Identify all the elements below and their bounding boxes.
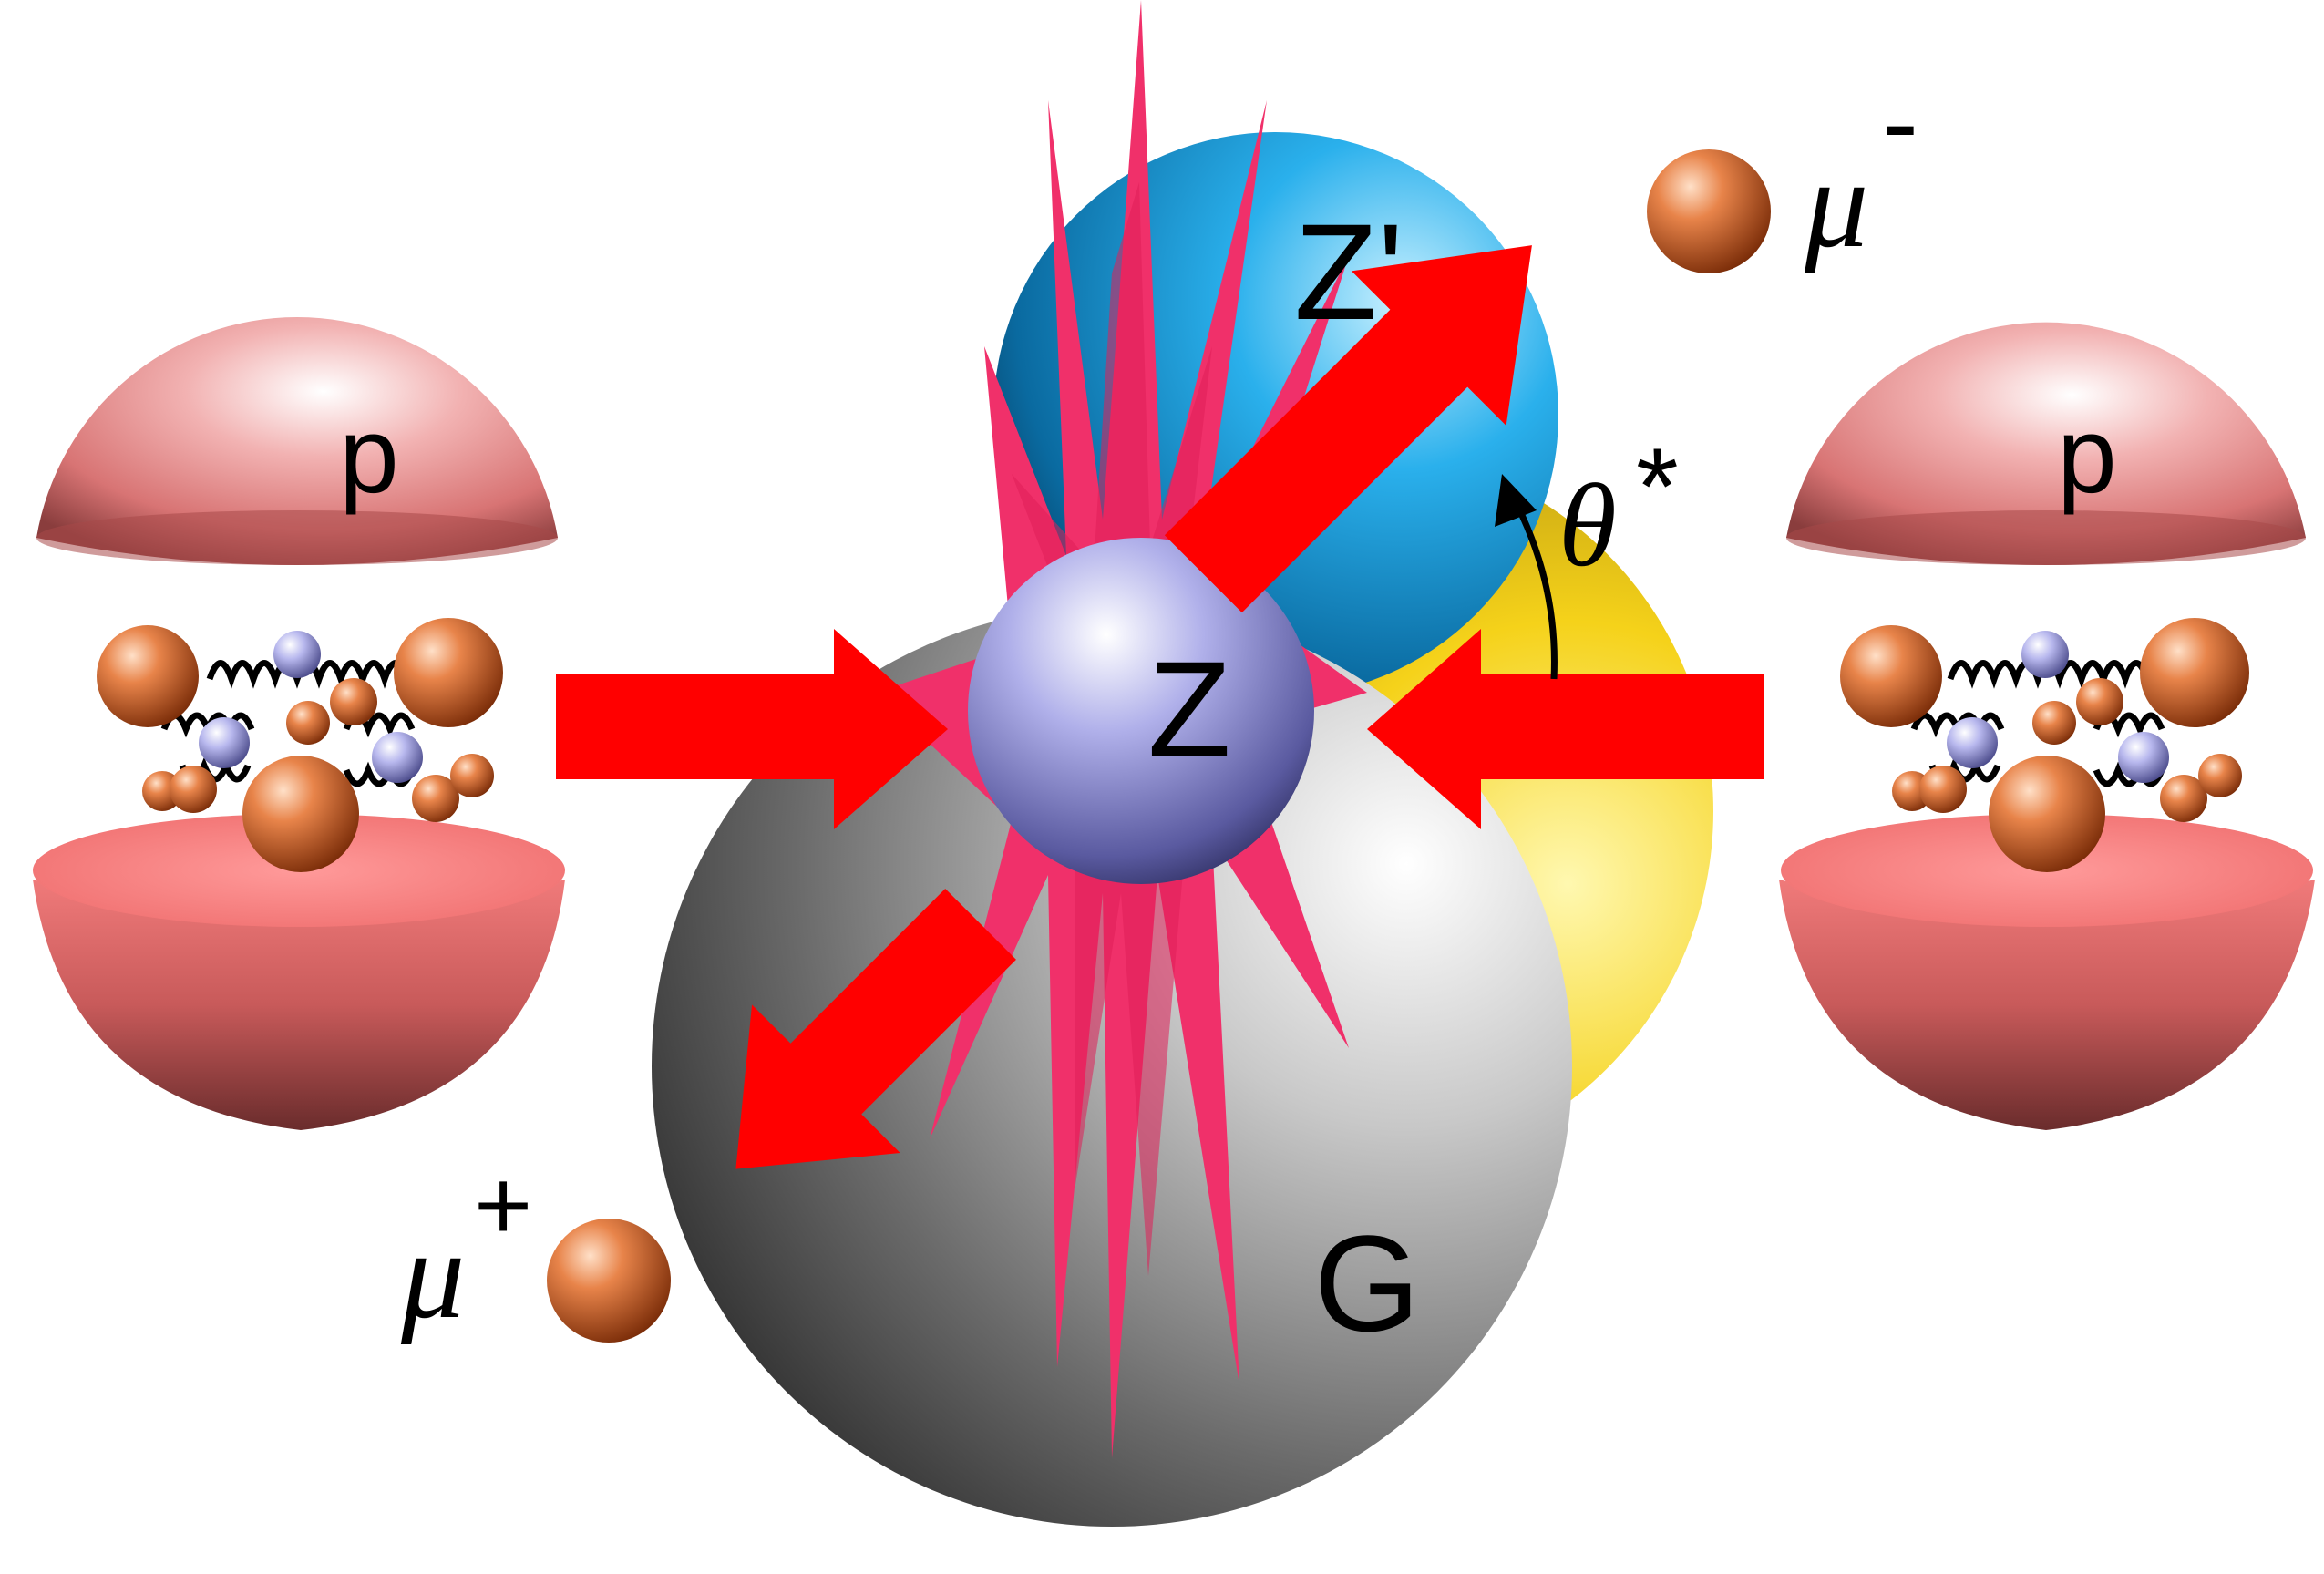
quark-ball [170, 766, 217, 813]
quark-ball [1919, 766, 1967, 813]
quark-ball [1989, 756, 2105, 872]
mu-plus-sign: + [474, 1149, 532, 1261]
proton-right: p [1779, 322, 2315, 1130]
theta-symbol: θ [1558, 460, 1617, 592]
quark-ball [394, 618, 503, 727]
proton-right-upper-dome [1786, 322, 2306, 565]
z-label: Z [1147, 633, 1231, 786]
theta-star-arc [1495, 474, 1558, 680]
quark-ball [450, 754, 494, 797]
quark-ball [2140, 618, 2249, 727]
mu-plus-ball [547, 1219, 671, 1343]
proton-left-upper-rim [36, 510, 558, 565]
mu-minus-ball [1647, 149, 1771, 273]
proton-right-label: p [2057, 396, 2117, 516]
gluon-ball [273, 631, 321, 678]
quark-ball [412, 775, 459, 822]
quark-ball [2160, 775, 2207, 822]
z-prime-label: Z' [1294, 195, 1404, 348]
quark-ball [2198, 754, 2242, 797]
mu-plus-symbol: μ [400, 1204, 465, 1345]
outgoing-arrow-mu-minus [1164, 245, 1532, 613]
gluon-ball [199, 717, 250, 768]
quark-ball [242, 756, 359, 872]
gluon-ball [2118, 732, 2169, 783]
gluon-ball [1947, 717, 1998, 768]
gluon-ball [2021, 631, 2069, 678]
graviton-label: G [1314, 1207, 1421, 1360]
mu-minus-symbol: μ [1804, 133, 1868, 274]
z-sphere [968, 538, 1314, 884]
theta-star-symbol: * [1636, 426, 1679, 548]
incoming-arrow-right [1367, 629, 1764, 829]
proton-left: p [33, 316, 565, 1130]
incoming-arrow-left [556, 629, 948, 829]
quark-ball [2076, 678, 2123, 725]
gluon-ball [372, 732, 423, 783]
quark-ball [97, 625, 199, 727]
proton-left-label: p [339, 396, 399, 516]
proton-right-lower-bowl [1779, 880, 2315, 1130]
mu-minus-sign: - [1882, 61, 1918, 183]
quark-ball [330, 678, 377, 725]
proton-left-upper-dome [36, 316, 558, 565]
quark-ball [2032, 701, 2076, 745]
quark-ball [286, 701, 330, 745]
proton-right-upper-rim [1786, 510, 2306, 565]
outgoing-arrow-mu-plus [735, 889, 1016, 1169]
quark-ball [1840, 625, 1942, 727]
proton-left-lower-bowl [33, 880, 565, 1130]
